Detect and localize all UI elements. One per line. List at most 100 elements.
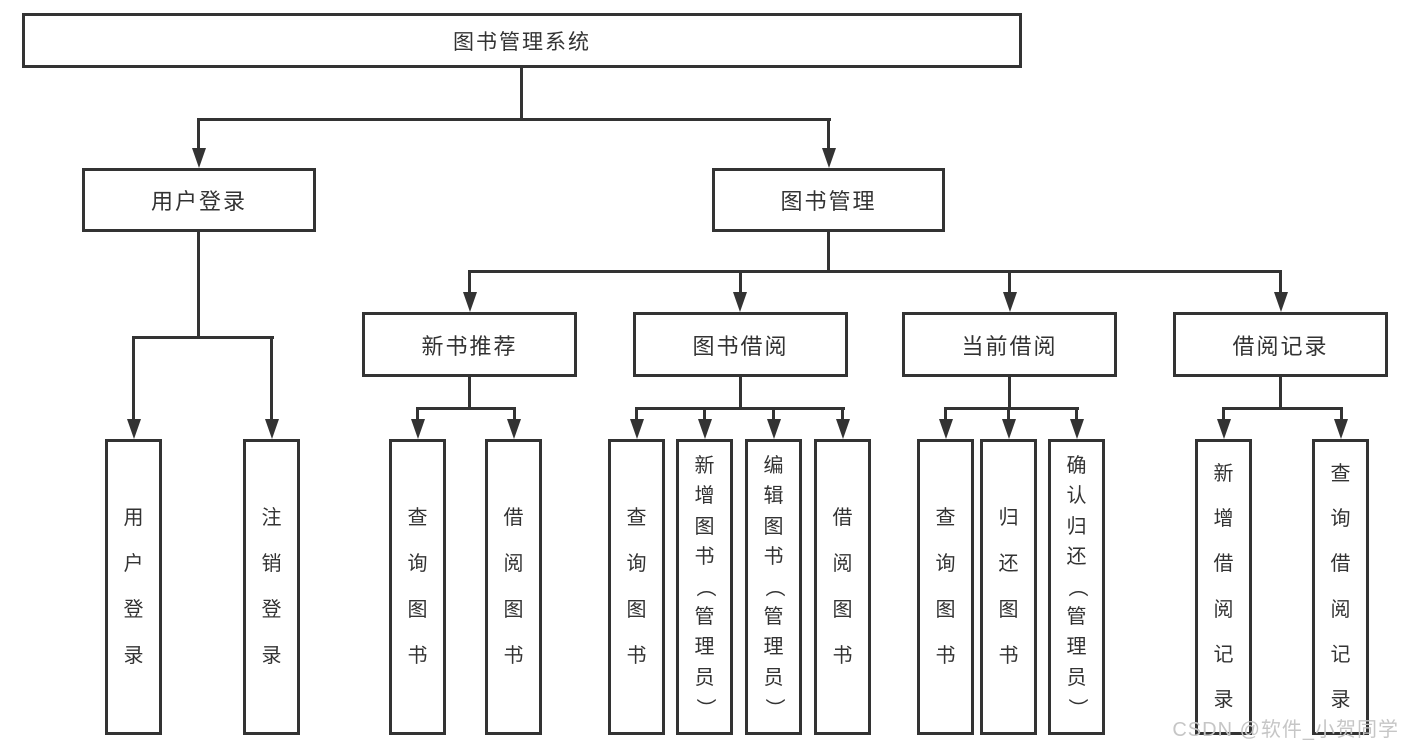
connector-line — [841, 407, 844, 423]
vertical-char: 归 — [1066, 515, 1087, 538]
vertical-char: 询 — [935, 553, 956, 575]
vertical-char: 借 — [503, 507, 524, 529]
watermark-text: CSDN @软件_小贺同学 — [1172, 719, 1399, 741]
node-borrow-record: 借阅记录 — [1173, 312, 1388, 377]
vertical-char: 图 — [626, 599, 647, 621]
vertical-char: 归 — [998, 507, 1019, 529]
vertical-char: 增 — [1213, 508, 1234, 530]
connector-line — [270, 336, 273, 423]
arrowhead-icon — [1274, 292, 1288, 312]
vertical-char: 员 — [1066, 666, 1087, 689]
vertical-char: 管 — [1066, 606, 1087, 629]
vertical-char: 书 — [935, 645, 956, 667]
vertical-char: 书 — [998, 645, 1019, 667]
leaf-return-book: 归还图书 — [980, 439, 1037, 735]
vertical-char: 书 — [763, 545, 784, 568]
connector-line — [827, 232, 830, 273]
vertical-char: 图 — [407, 599, 428, 621]
vertical-char: 销 — [261, 553, 282, 575]
connector-line — [468, 270, 1282, 273]
vertical-char: 阅 — [1330, 598, 1351, 621]
vertical-char: 理 — [763, 636, 784, 659]
connector-line — [197, 232, 200, 339]
vertical-char: 查 — [626, 507, 647, 529]
vertical-char: 书 — [626, 645, 647, 667]
arrowhead-icon — [822, 148, 836, 168]
vertical-char: 录 — [1213, 689, 1234, 712]
vertical-char: ） — [1065, 697, 1088, 718]
connector-line — [468, 270, 471, 294]
node-label: 用户登录 — [150, 189, 247, 214]
connector-line — [197, 118, 831, 121]
connector-line — [1008, 270, 1011, 294]
vertical-char: 员 — [763, 666, 784, 689]
vertical-char: 注 — [261, 507, 282, 529]
node-label: 新书推荐 — [421, 333, 518, 359]
vertical-char: 认 — [1066, 485, 1087, 508]
vertical-char: 询 — [1330, 508, 1351, 530]
vertical-char: 书 — [407, 645, 428, 667]
connector-line — [416, 407, 516, 410]
connector-line — [703, 407, 706, 423]
connector-line — [944, 407, 947, 423]
leaf-query-borrow-record: 查询借阅记录 — [1312, 439, 1369, 735]
vertical-char: 管 — [694, 606, 715, 629]
vertical-char: 阅 — [503, 553, 524, 575]
connector-line — [132, 336, 274, 339]
leaf-borrow-book-recommend: 借阅图书 — [485, 439, 542, 735]
vertical-char: 记 — [1330, 643, 1351, 666]
vertical-char: 查 — [935, 507, 956, 529]
leaf-add-borrow-record: 新增借阅记录 — [1195, 439, 1252, 735]
connector-line — [1222, 407, 1225, 423]
vertical-char: 用 — [123, 507, 144, 529]
connector-line — [1007, 407, 1010, 423]
connector-line — [635, 407, 638, 423]
connector-line — [416, 407, 419, 423]
vertical-char: 户 — [123, 553, 144, 575]
vertical-char: 图 — [503, 599, 524, 621]
connector-line — [772, 407, 775, 423]
vertical-char: 录 — [261, 645, 282, 667]
vertical-char: （ — [762, 577, 785, 597]
vertical-char: 图 — [998, 599, 1019, 621]
leaf-edit-book-admin: 编辑图书（管理员） — [745, 439, 802, 735]
arrowhead-icon — [1334, 419, 1348, 439]
vertical-char: 查 — [1330, 462, 1351, 485]
arrowhead-icon — [1217, 419, 1231, 439]
vertical-char: ） — [762, 697, 785, 718]
arrowhead-icon — [1070, 419, 1084, 439]
vertical-char: （ — [1065, 577, 1088, 597]
vertical-char: 辑 — [763, 485, 784, 508]
arrowhead-icon — [265, 419, 279, 439]
arrowhead-icon — [192, 148, 206, 168]
vertical-char: 理 — [1066, 636, 1087, 659]
connector-line — [132, 336, 135, 423]
arrowhead-icon — [698, 419, 712, 439]
connector-line — [197, 118, 200, 152]
arrowhead-icon — [1003, 292, 1017, 312]
arrowhead-icon — [463, 292, 477, 312]
vertical-char: 图 — [832, 599, 853, 621]
vertical-char: 借 — [1330, 553, 1351, 576]
vertical-char: 图 — [935, 599, 956, 621]
vertical-char: 借 — [832, 507, 853, 529]
connector-line — [739, 377, 742, 410]
vertical-char: 记 — [1213, 643, 1234, 666]
node-label: 图书借阅 — [692, 333, 789, 359]
vertical-char: 图 — [763, 515, 784, 538]
arrowhead-icon — [630, 419, 644, 439]
connector-line — [513, 407, 516, 423]
node-label: 借阅记录 — [1232, 333, 1329, 359]
leaf-query-book-current: 查询图书 — [917, 439, 974, 735]
vertical-char: 书 — [503, 645, 524, 667]
vertical-char: 登 — [261, 599, 282, 621]
arrowhead-icon — [411, 419, 425, 439]
connector-line — [1222, 407, 1343, 410]
vertical-char: 编 — [763, 455, 784, 478]
leaf-query-book-recommend: 查询图书 — [389, 439, 446, 735]
vertical-char: 录 — [123, 645, 144, 667]
vertical-char: 阅 — [1213, 598, 1234, 621]
leaf-query-book-borrow: 查询图书 — [608, 439, 665, 735]
leaf-user-login: 用户登录 — [105, 439, 162, 735]
vertical-char: 图 — [694, 515, 715, 538]
